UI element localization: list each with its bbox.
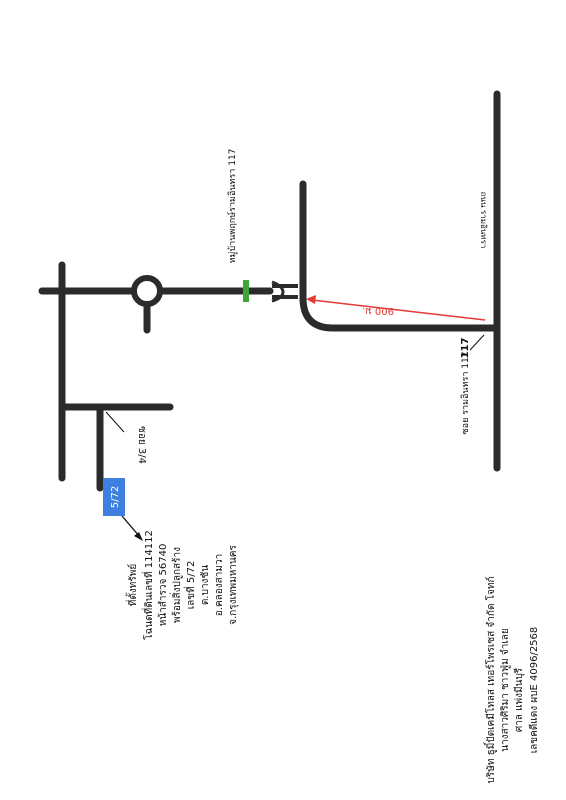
property-heading: ที่ตั้งทรัพย์ xyxy=(125,564,139,606)
roundabout xyxy=(131,275,163,307)
landmark-marker xyxy=(243,280,249,302)
soi-117-number: 117 xyxy=(460,338,471,359)
case-info: บริษัท ธูมิ์ปัตเคมีโทลส เทอร์โพรเซส จำกั… xyxy=(483,577,540,784)
property-house-no: เลขที่ 5/72 xyxy=(183,561,197,610)
landmark-label: หมู่บ้านพฤกษ์รามอินทรา 117 xyxy=(226,149,238,264)
distance-label: 900 ม. xyxy=(362,305,394,316)
plot-marker-label: 5/72 xyxy=(110,486,121,508)
route-line xyxy=(311,299,486,321)
case-court: ศาล แพ่งมีนบุรี xyxy=(513,667,525,732)
main-road-label: ถนน รามอินทรา xyxy=(479,192,488,249)
road-network xyxy=(38,90,501,492)
property-district: อ.คลองสามวา xyxy=(214,554,225,616)
road-soi-117-curve xyxy=(299,180,500,332)
plot-marker-box xyxy=(103,478,125,516)
route-arrowhead xyxy=(306,295,316,304)
soi-3-4-leader xyxy=(105,411,125,433)
case-defendant: นางสาวศิริมา ชาวฟู่ม จำเลย xyxy=(500,628,511,752)
pointer-arrowhead xyxy=(134,532,143,541)
property-info: ที่ตั้งทรัพย์ โฉนดที่ดินเลขที่ 114112 หน… xyxy=(125,530,239,640)
route-arrow xyxy=(306,295,486,321)
property-survey: หน้าสำรวจ 56740 xyxy=(157,544,169,627)
pointer-line xyxy=(121,515,141,538)
soi-3-4-label: ซอย 3/4 xyxy=(136,426,147,464)
property-building: พร้อมสิ่งปลูกสร้าง xyxy=(169,547,183,623)
soi-117-label: ซอย รามอินทรา 117 xyxy=(460,352,471,435)
gate-arc xyxy=(271,280,285,303)
property-province: จ.กรุงเทพมหานคร xyxy=(228,545,239,625)
property-deed: โฉนดที่ดินเลขที่ 114112 xyxy=(141,530,155,640)
plot-pointer xyxy=(121,515,143,541)
soi-117-leader xyxy=(469,334,485,351)
case-number: เลขคดีแดง ผบE 4096/2568 xyxy=(528,627,540,754)
property-subdistrict: ต.บางชัน xyxy=(200,565,211,605)
case-company: บริษัท ธูมิ์ปัตเคมีโทลส เทอร์โพรเซส จำกั… xyxy=(483,577,497,784)
